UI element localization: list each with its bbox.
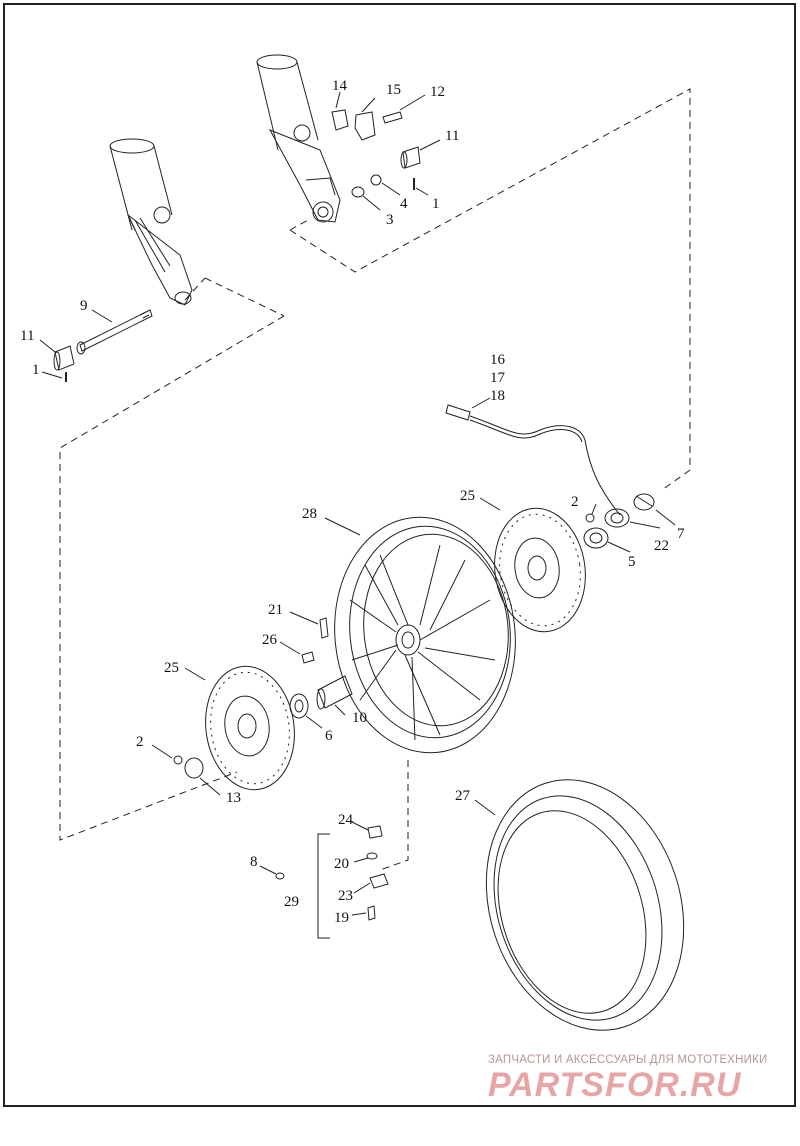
- callout-11-left: 11: [20, 328, 34, 344]
- callout-7: 7: [677, 526, 685, 542]
- callout-6: 6: [325, 728, 333, 744]
- callout-15: 15: [386, 82, 401, 98]
- right-hub-parts: [583, 493, 655, 549]
- callout-14: 14: [332, 78, 348, 94]
- watermark-logo: PARTSFOR.RU: [488, 1066, 742, 1104]
- left-hub-parts: [173, 755, 204, 779]
- callout-1-left: 1: [32, 362, 40, 378]
- callout-19: 19: [334, 910, 349, 926]
- callout-9: 9: [80, 298, 88, 314]
- right-fork-leg: [256, 54, 341, 223]
- callout-28: 28: [302, 506, 317, 522]
- leader-lines: [39, 91, 676, 916]
- callout-20: 20: [334, 856, 349, 872]
- speed-sensor-cable: [445, 404, 621, 516]
- callout-8: 8: [250, 854, 258, 870]
- cast-wheel: [334, 516, 516, 754]
- callout-25-left: 25: [164, 660, 179, 676]
- diagram-border: [3, 3, 796, 1107]
- callout-24: 24: [338, 812, 354, 828]
- right-brake-rotor: [494, 507, 586, 633]
- hub-spacer-and-bearing: [289, 617, 353, 719]
- callout-11-right: 11: [445, 128, 459, 144]
- callout-4: 4: [400, 196, 408, 212]
- tire: [485, 779, 685, 1031]
- callout-2-right: 2: [571, 494, 579, 510]
- axle-spacer-left: [53, 345, 75, 382]
- valve-stem-parts: [275, 825, 389, 939]
- left-brake-rotor: [205, 665, 295, 791]
- callout-18: 18: [490, 388, 505, 404]
- upper-small-parts: [331, 109, 421, 198]
- callout-labels: 1 1 2 2 3 4 5 6 7 8 9 10 11 11 12 13 14 …: [20, 78, 685, 926]
- callout-13: 13: [226, 790, 241, 806]
- assembly-dashed-outline: [59, 88, 691, 871]
- callout-2-left: 2: [136, 734, 144, 750]
- callout-3: 3: [386, 212, 394, 228]
- callout-1-right: 1: [432, 196, 440, 212]
- callout-22: 22: [654, 538, 669, 554]
- left-fork-leg: [109, 138, 193, 306]
- callout-26: 26: [262, 632, 278, 648]
- callout-25-right: 25: [460, 488, 475, 504]
- callout-10: 10: [352, 710, 367, 726]
- callout-16: 16: [490, 352, 506, 368]
- callout-17: 17: [490, 370, 506, 386]
- callout-21: 21: [268, 602, 283, 618]
- callout-12: 12: [430, 84, 445, 100]
- callout-27: 27: [455, 788, 471, 804]
- callout-23: 23: [338, 888, 353, 904]
- watermark-tagline: ЗАПЧАСТИ И АКСЕССУАРЫ ДЛЯ МОТОТЕХНИКИ: [488, 1054, 768, 1066]
- callout-5: 5: [628, 554, 636, 570]
- front-axle: [76, 309, 153, 355]
- callout-29: 29: [284, 894, 299, 910]
